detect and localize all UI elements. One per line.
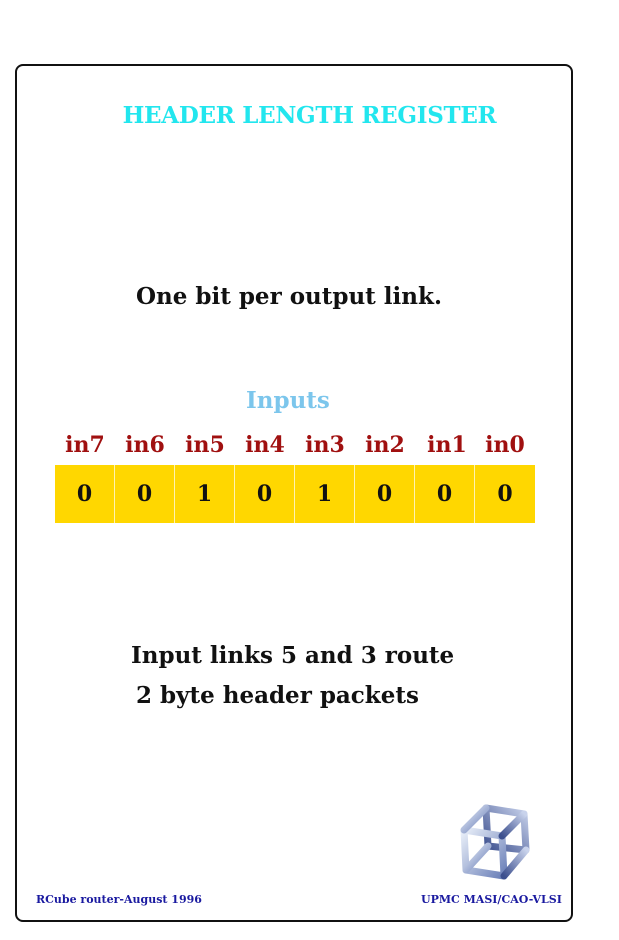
footer-right-caption: UPMC MASI/CAO-VLSI <box>421 893 562 906</box>
bit-label-row: in7 in6 in5 in4 in3 in2 in1 in0 <box>55 432 535 462</box>
register-bit-cell: 0 <box>115 465 175 523</box>
register-bit-cell: 1 <box>175 465 235 523</box>
register-bit-cell: 0 <box>475 465 535 523</box>
footer-left-caption: RCube router-August 1996 <box>36 893 202 906</box>
slide-frame <box>15 64 573 922</box>
slide-title: HEADER LENGTH REGISTER <box>122 102 497 129</box>
bit-label: in2 <box>365 432 405 458</box>
bit-label: in6 <box>125 432 165 458</box>
inputs-label: Inputs <box>246 387 330 414</box>
bit-label: in3 <box>305 432 345 458</box>
bit-label: in1 <box>427 432 467 458</box>
bit-label: in4 <box>245 432 285 458</box>
bit-label: in7 <box>65 432 105 458</box>
bit-label: in5 <box>185 432 225 458</box>
note-line-1: Input links 5 and 3 route <box>131 642 455 669</box>
register-bit-cell: 1 <box>295 465 355 523</box>
slide-subtitle: One bit per output link. <box>136 283 442 310</box>
register-bit-cell: 0 <box>415 465 475 523</box>
register-bit-cell: 0 <box>235 465 295 523</box>
header-length-register: 0 0 1 0 1 0 0 0 <box>55 465 535 523</box>
note-line-2: 2 byte header packets <box>136 682 419 709</box>
register-bit-cell: 0 <box>55 465 115 523</box>
rcube-logo-icon <box>452 800 538 886</box>
bit-label: in0 <box>485 432 525 458</box>
register-bit-cell: 0 <box>355 465 415 523</box>
